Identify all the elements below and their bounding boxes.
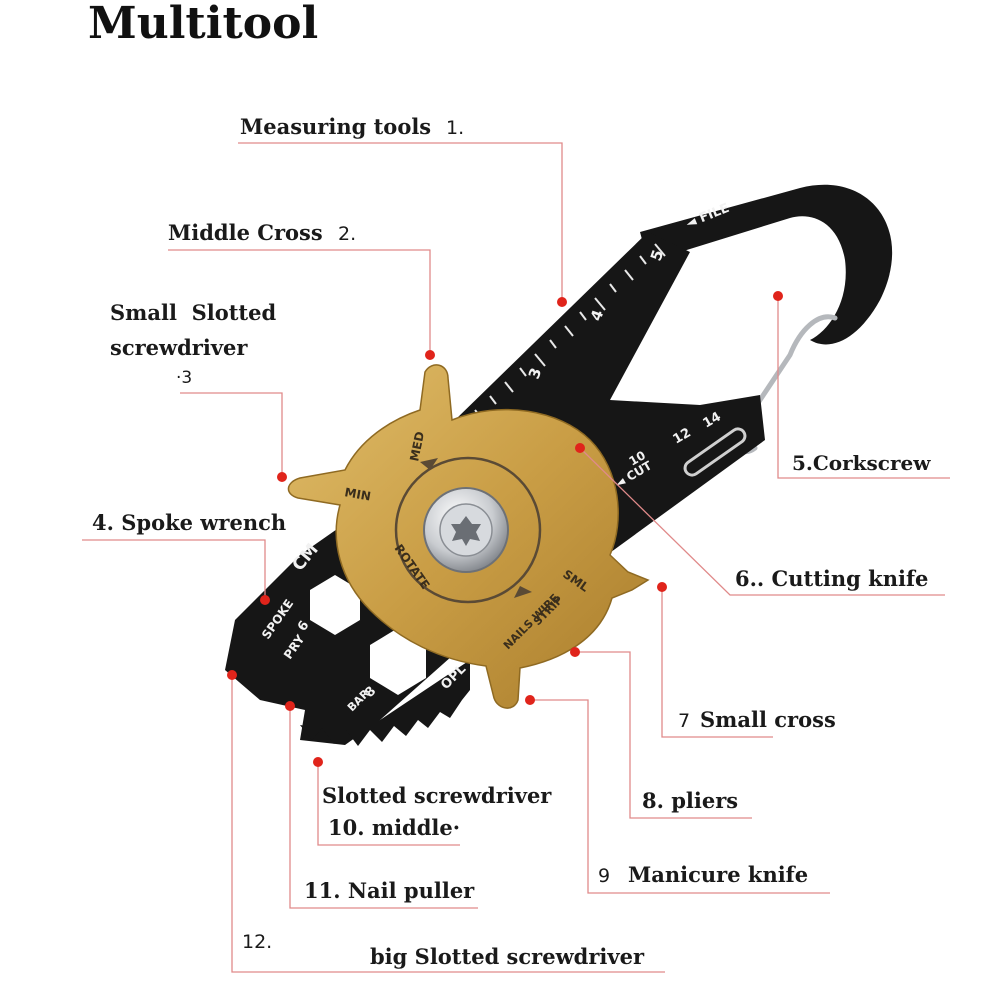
rotate-arrow-2 <box>514 586 532 598</box>
label-number-2: 2. <box>338 223 356 245</box>
dot-9 <box>525 695 535 705</box>
label-middle-cross: Middle Cross <box>168 220 323 245</box>
dot-2 <box>425 350 435 360</box>
label-number-9: 9 <box>598 865 610 887</box>
leader-4 <box>82 539 266 600</box>
leader-10 <box>317 762 460 846</box>
rotate-arrow <box>420 458 438 470</box>
carabiner-hook <box>640 184 893 345</box>
dot-8 <box>570 647 580 657</box>
leader-5 <box>777 296 950 479</box>
corkscrew-slot <box>683 427 747 477</box>
dot-10 <box>313 757 323 767</box>
dot-4 <box>260 595 270 605</box>
engraving-min: MIN <box>343 485 371 503</box>
page-title: Multitool <box>88 0 318 49</box>
dot-6 <box>575 443 585 453</box>
label-number-1: 1. <box>446 117 464 139</box>
dot-3 <box>277 472 287 482</box>
label-measuring-tools: Measuring tools <box>240 114 431 139</box>
label-small-cross: Small cross <box>700 707 836 732</box>
label-nail-puller: 11. Nail puller <box>304 878 475 903</box>
leader-8 <box>575 651 752 819</box>
rotate-ring <box>394 456 542 604</box>
hex-hole-6 <box>310 575 360 635</box>
leader-11 <box>289 706 478 909</box>
label-small-slotted: Small Slotted <box>110 300 276 325</box>
leader-6 <box>579 447 945 596</box>
dot-5 <box>773 291 783 301</box>
dot-1 <box>557 297 567 307</box>
engraving-med: MED <box>407 430 427 462</box>
label-number-3: ·3 <box>176 368 192 388</box>
hex-hole-8 <box>370 628 426 695</box>
dot-12 <box>227 670 237 680</box>
label-corkscrew: 5.Corkscrew <box>792 451 931 475</box>
leader-7 <box>661 587 773 738</box>
leader-12 <box>231 675 665 973</box>
label-spoke-wrench: 4. Spoke wrench <box>92 510 286 535</box>
ruler-ticks <box>474 243 666 421</box>
torx-socket <box>451 516 481 546</box>
label-slotted-screwdriver: Slotted screwdriver <box>322 783 552 808</box>
label-pliers: 8. pliers <box>642 788 738 813</box>
label-number-7: 7 <box>678 710 690 732</box>
leader-lines <box>82 142 950 973</box>
label-number-12: 12. <box>242 931 272 953</box>
label-manicure-knife: Manicure knife <box>628 862 808 887</box>
leader-1 <box>238 142 563 302</box>
leader-9 <box>530 699 830 894</box>
label-middle: 10. middle· <box>328 815 460 840</box>
callout-labels: Measuring tools 1. Middle Cross 2. Small… <box>92 114 931 969</box>
leader-3 <box>180 392 283 477</box>
tool-illustration: ◄ FILE 5 4 3 10 12 14 ◄ CUT CM SPOKE 6 P… <box>225 184 893 746</box>
leader-2 <box>168 249 431 355</box>
dot-7 <box>657 582 667 592</box>
label-big-slotted: big Slotted screwdriver <box>370 944 645 969</box>
label-cutting-knife: 6.. Cutting knife <box>735 566 928 591</box>
dot-11 <box>285 701 295 711</box>
serrated-jaw <box>300 660 470 746</box>
label-screwdriver: screwdriver <box>110 335 248 360</box>
